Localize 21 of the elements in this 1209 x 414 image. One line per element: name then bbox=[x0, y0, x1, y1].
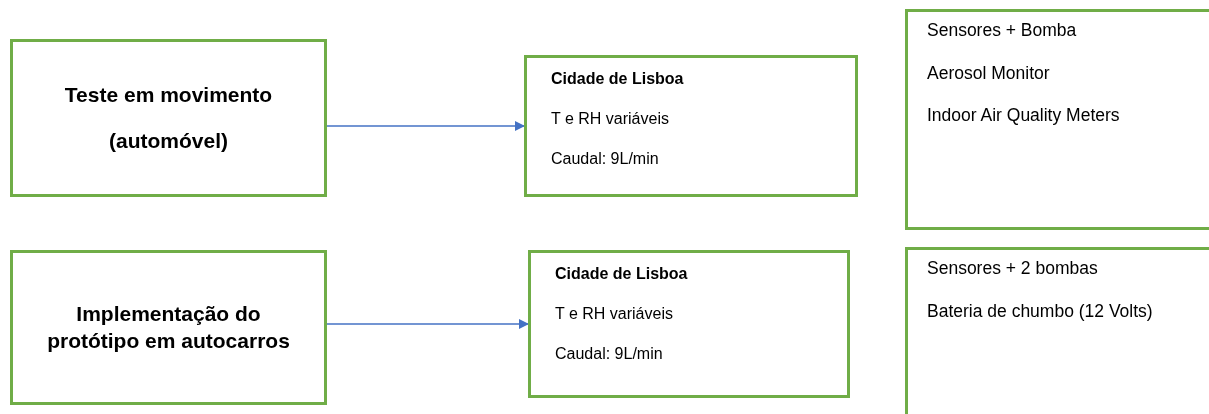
stage-box bbox=[10, 250, 327, 405]
stage-label: Teste em movimento (automóvel) bbox=[63, 81, 274, 154]
arrow bbox=[326, 319, 529, 329]
equipment-box bbox=[905, 9, 1209, 230]
item-text: T e RH variáveis bbox=[551, 110, 670, 128]
stage-label: Implementação do protótipo em autocarros bbox=[46, 301, 291, 354]
stage-box bbox=[10, 39, 327, 197]
heading-text: Cidade de Lisboa bbox=[551, 70, 685, 88]
item-text: Indoor Air Quality Meters bbox=[927, 105, 1121, 127]
item-text: Sensores + Bomba bbox=[927, 20, 1078, 42]
arrow bbox=[326, 121, 525, 131]
item-text: Sensores + 2 bombas bbox=[927, 258, 1099, 280]
conditions-box bbox=[524, 55, 858, 197]
conditions-box bbox=[528, 250, 850, 398]
heading-text: Cidade de Lisboa bbox=[555, 265, 689, 283]
item-text: Caudal: 9L/min bbox=[555, 345, 664, 363]
equipment-box bbox=[905, 247, 1209, 414]
item-text: Aerosol Monitor bbox=[927, 62, 1051, 85]
item-text: T e RH variáveis bbox=[555, 305, 674, 323]
item-text: Caudal: 9L/min bbox=[551, 150, 660, 168]
item-text: Bateria de chumbo (12 Volts) bbox=[927, 300, 1154, 323]
